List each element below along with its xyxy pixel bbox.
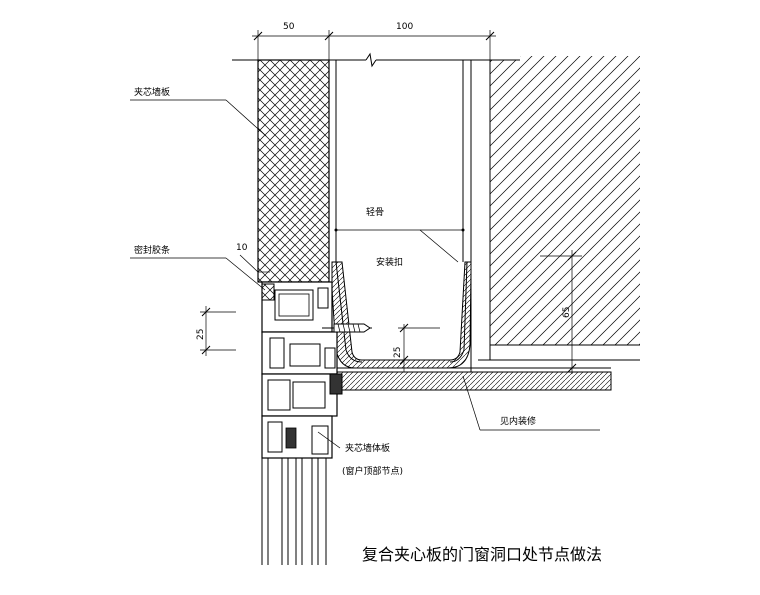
dim-gap-10: 10	[236, 243, 248, 253]
right-dimension-65	[540, 250, 582, 374]
drawing-title: 复合夹心板的门窗洞口处节点做法	[362, 545, 602, 564]
interior-finish-slab	[335, 371, 612, 391]
dim-right-65: 65	[562, 307, 572, 318]
leader-lines	[130, 99, 600, 449]
dim-bottom-25: 25	[393, 347, 403, 358]
sandwich-wall-panel	[257, 59, 330, 283]
label-light-keel: 轻骨	[366, 206, 384, 218]
label-sandwich-wall-panel: 夹芯墙板	[134, 86, 170, 98]
dim-left-25: 25	[196, 329, 206, 340]
top-dimension-line	[252, 30, 496, 60]
keel-point-right	[461, 228, 465, 232]
dim-top-left: 50	[283, 22, 295, 32]
label-see-interior-finish: 见内装修	[500, 415, 536, 427]
keel-point-left	[334, 228, 338, 232]
install-clip	[331, 261, 472, 369]
masonry-wall	[490, 56, 640, 345]
label-sandwich-wall-body-panel: 夹芯墙体板	[345, 442, 390, 454]
dim-top-right: 100	[396, 22, 413, 32]
fixing-screw-icon	[322, 323, 372, 333]
bottom-dimension-25	[398, 323, 440, 372]
label-sealing-strip: 密封胶条	[134, 244, 170, 256]
window-frame-profile	[261, 281, 343, 459]
glass-panes	[261, 458, 327, 565]
left-dimension-25	[200, 306, 236, 356]
label-window-top-node: (窗户顶部节点)	[342, 465, 403, 477]
label-install-clip: 安装扣	[376, 256, 403, 268]
